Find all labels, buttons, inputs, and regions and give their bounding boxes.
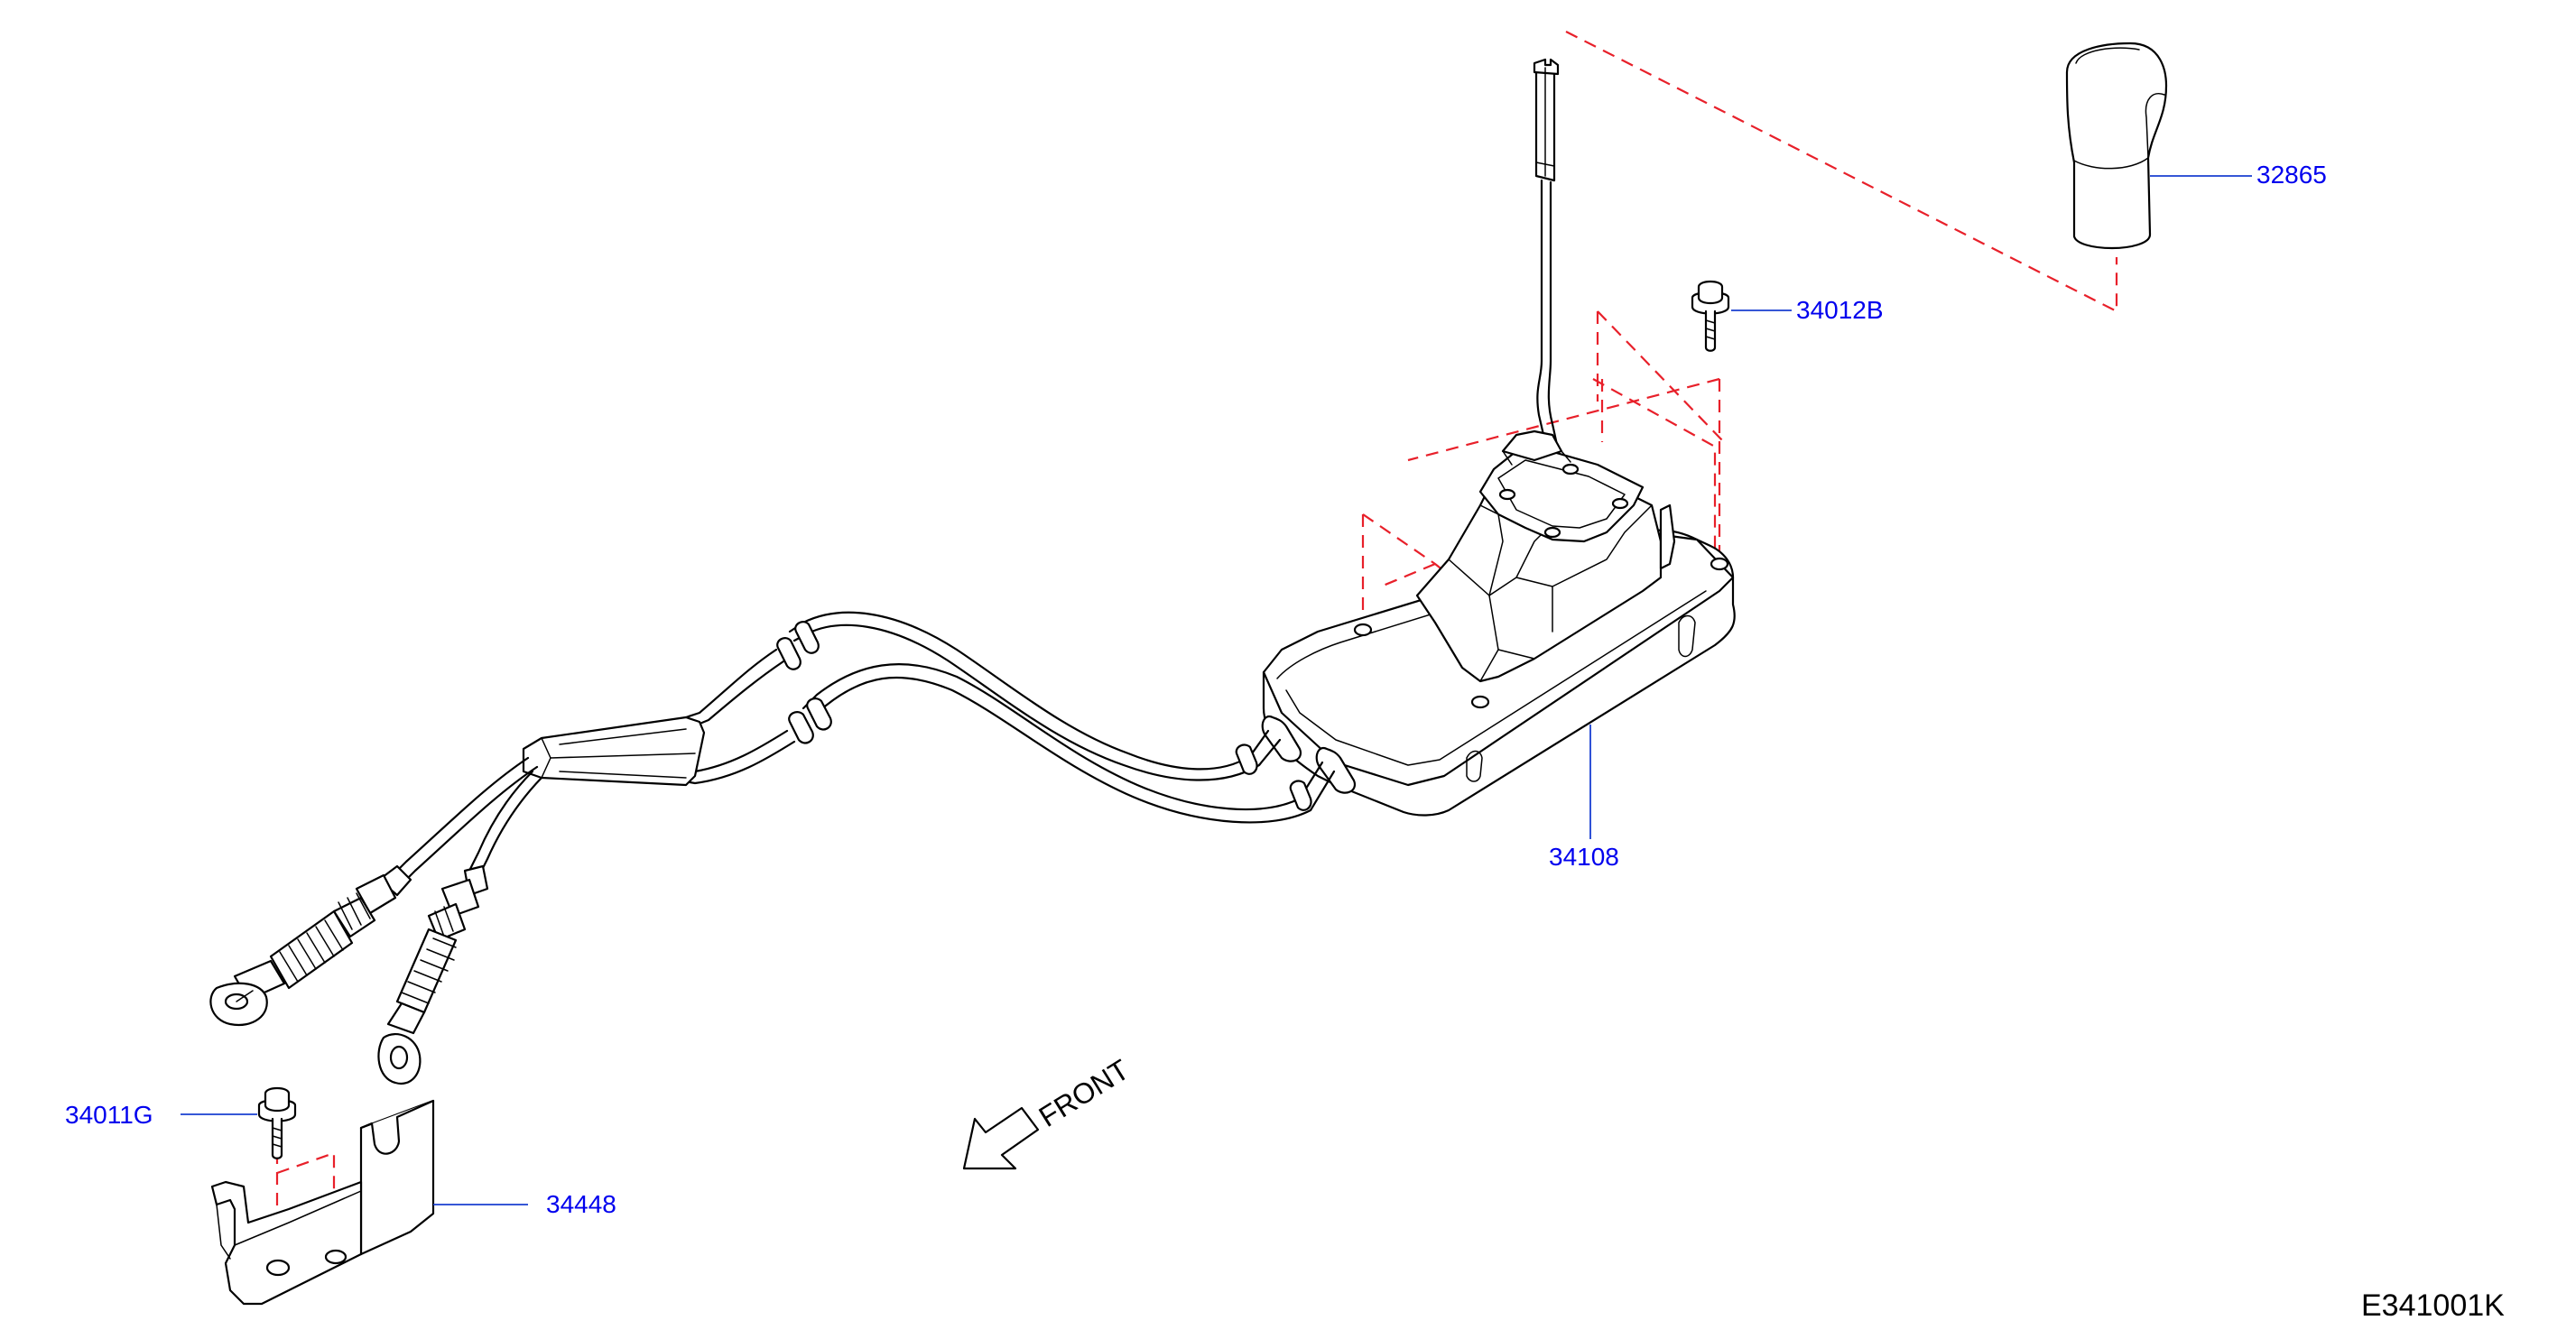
part-number-34108[interactable]: 34108 [1549, 843, 1619, 871]
part-number-34448[interactable]: 34448 [546, 1190, 616, 1218]
cable-end-right[interactable] [377, 864, 489, 1085]
cable-bracket[interactable] [210, 1099, 435, 1306]
front-indicator: FRONT [962, 1053, 1135, 1170]
shift-control-housing[interactable] [1261, 429, 1736, 817]
arrow-down-left-icon [962, 1106, 1040, 1170]
leader-lines [181, 175, 2252, 1205]
part-number-32865[interactable]: 32865 [2256, 161, 2327, 189]
bolt-upper[interactable] [1691, 280, 1730, 352]
bolt-lower[interactable] [257, 1086, 297, 1159]
control-cables[interactable] [386, 611, 1336, 891]
front-label: FRONT [1033, 1053, 1135, 1133]
diagram-code: E341001K [2361, 1288, 2505, 1323]
part-number-34011G[interactable]: 34011G [65, 1101, 153, 1129]
shift-knob[interactable] [2065, 42, 2168, 250]
part-number-34012B[interactable]: 34012B [1796, 296, 1884, 324]
install-guides [275, 31, 2118, 1259]
cable-end-left[interactable] [209, 864, 412, 1027]
